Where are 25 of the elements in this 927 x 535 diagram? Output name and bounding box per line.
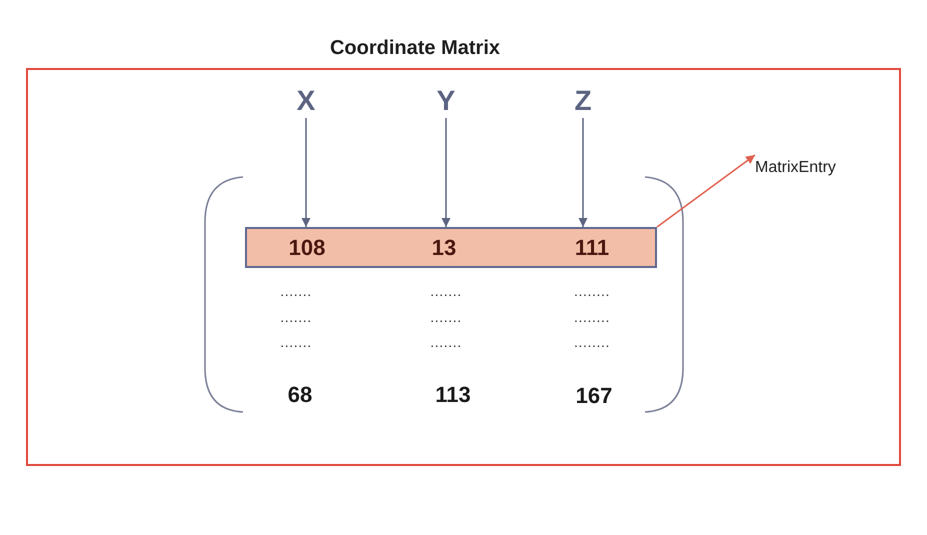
- callout-label: MatrixEntry: [755, 155, 836, 181]
- matrix-value: 108: [288, 234, 326, 260]
- placeholder-dots: ........: [574, 310, 610, 324]
- matrix-value: 113: [435, 382, 471, 408]
- placeholder-dots: .......: [280, 284, 312, 298]
- placeholder-dots: ........: [574, 284, 610, 298]
- arrow: [578, 118, 588, 227]
- placeholder-dots: .......: [430, 335, 462, 349]
- matrix-value: 111: [574, 234, 610, 260]
- placeholder-dots: .......: [280, 335, 312, 349]
- highlighted-row: [245, 227, 657, 268]
- coordinate-label: Z: [566, 84, 600, 118]
- arrow: [442, 118, 450, 227]
- coordinate-label: Y: [429, 84, 463, 118]
- arrow: [302, 118, 310, 227]
- matrix-value: 68: [288, 382, 312, 408]
- matrix-value: 167: [576, 383, 612, 409]
- placeholder-dots: ........: [574, 335, 610, 349]
- frame-heading: Coordinate Matrix: [330, 36, 500, 60]
- placeholder-dots: .......: [430, 284, 462, 298]
- placeholder-dots: .......: [430, 310, 462, 324]
- coordinate-label: X: [289, 84, 323, 118]
- matrix-value: 13: [432, 234, 456, 260]
- arrow: [656, 154, 756, 228]
- placeholder-dots: .......: [280, 310, 312, 324]
